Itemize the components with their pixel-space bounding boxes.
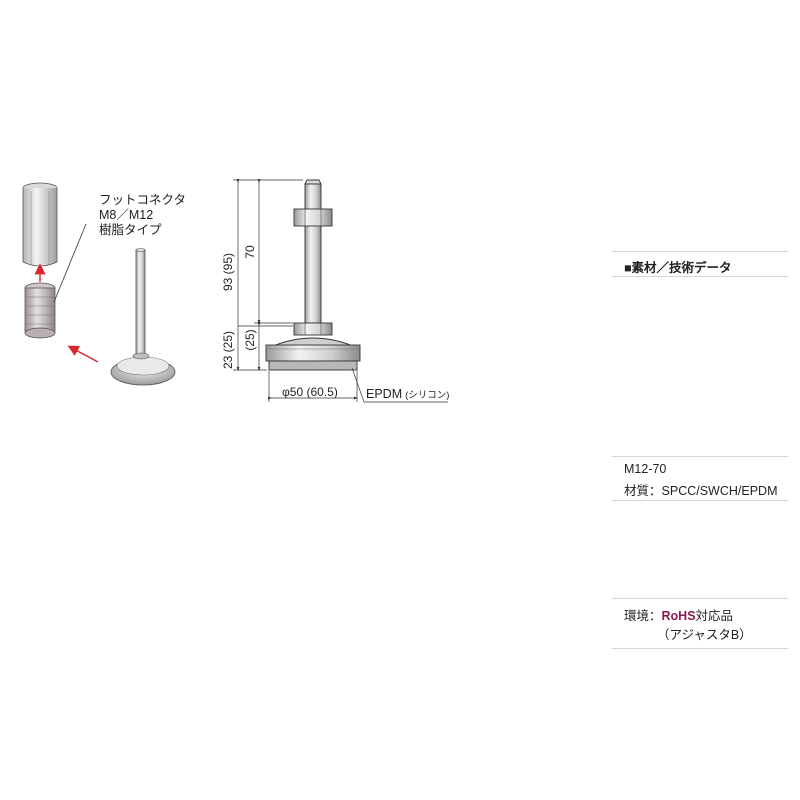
adjuster-side-view (265, 179, 361, 371)
sleeve-part (22, 182, 58, 267)
pad-material-main: EPDM (366, 387, 402, 401)
rohs-mark: RoHS (661, 609, 696, 623)
spec-divider-5 (612, 598, 788, 599)
callout-line-3: 樹脂タイプ (99, 222, 162, 237)
spec-divider-2 (612, 276, 788, 277)
spec-heading: ■素材／技術データ (624, 261, 732, 275)
diameter-label: φ50 (60.5) (282, 385, 338, 399)
spec-model: M12-70 (624, 462, 667, 476)
spec-material-label: 材質： (624, 484, 662, 498)
spec-env-label: 環境： (624, 609, 662, 623)
overall-height-dimension (233, 178, 303, 372)
base-height-label: 23 (25) (221, 331, 235, 369)
spec-material-value: SPCC/SWCH/EPDM (661, 484, 778, 498)
callout-line-1: フットコネクタ (99, 193, 186, 207)
spec-divider-3 (612, 456, 788, 457)
diameter-dimension (267, 371, 359, 402)
spec-env-note: （アジャスタB） (657, 628, 752, 642)
spec-divider-1 (612, 251, 788, 252)
callout-leader (53, 223, 87, 303)
spec-environment: 環境：RoHS対応品 (624, 605, 733, 624)
spec-divider-4 (612, 500, 788, 501)
stem-length-label: 70 (243, 245, 257, 259)
pad-material-leader (351, 367, 448, 403)
upper-base-label: (25) (243, 329, 257, 350)
adjuster-perspective (110, 248, 176, 386)
assembly-arrow (67, 345, 99, 363)
callout-line-2: M8／M12 (99, 208, 153, 222)
overall-height-label: 93 (95) (221, 253, 235, 291)
pad-material-label: EPDM(シリコン) (366, 387, 449, 401)
foot-connector-part (24, 282, 56, 339)
spec-divider-6 (612, 648, 788, 649)
pad-material-alt: (シリコン) (405, 390, 449, 401)
spec-env-suffix: 対応品 (695, 609, 734, 623)
spec-material: 材質：SPCC/SWCH/EPDM (624, 480, 778, 499)
stem-length-dimension (254, 178, 293, 325)
